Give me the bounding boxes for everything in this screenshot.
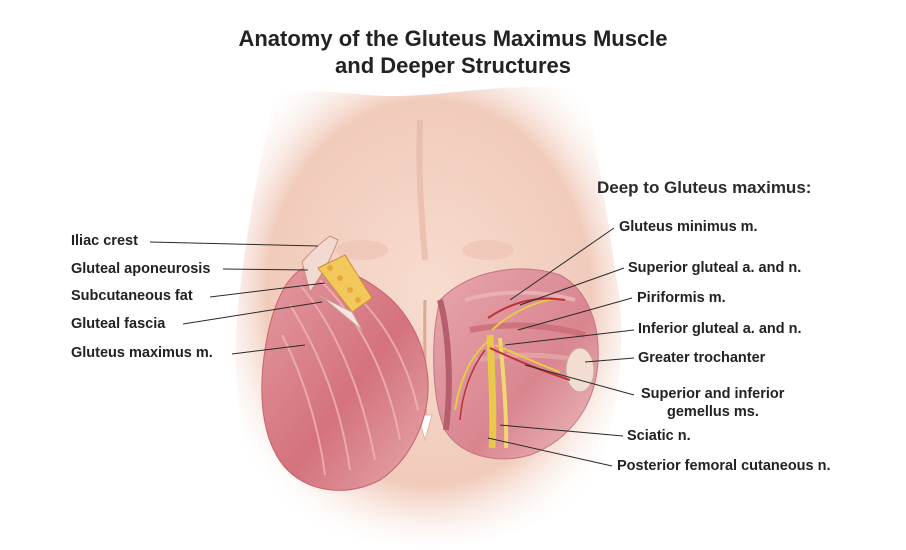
- label-inferior-gluteal: Inferior gluteal a. and n.: [638, 321, 802, 337]
- label-iliac-crest: Iliac crest: [71, 233, 138, 249]
- label-piriformis: Piriformis m.: [637, 290, 726, 306]
- label-posterior-femoral-cutaneous: Posterior femoral cutaneous n.: [617, 458, 831, 474]
- label-gluteal-aponeurosis: Gluteal aponeurosis: [71, 261, 211, 277]
- label-gluteal-fascia: Gluteal fascia: [71, 316, 166, 332]
- label-gemellus-line-1: Superior and inferior: [641, 386, 785, 402]
- label-sciatic-nerve: Sciatic n.: [627, 428, 691, 444]
- diagram-title-line-1: Anatomy of the Gluteus Maximus Muscle: [238, 26, 668, 51]
- label-subcutaneous-fat: Subcutaneous fat: [71, 288, 193, 304]
- leader-lines-right: [487, 227, 635, 467]
- label-gluteus-maximus: Gluteus maximus m.: [71, 345, 213, 361]
- label-gluteus-minimus: Gluteus minimus m.: [619, 219, 758, 235]
- deep-structures-heading: Deep to Gluteus maximus:: [597, 178, 812, 197]
- label-superior-gluteal: Superior gluteal a. and n.: [628, 260, 802, 276]
- diagram-title-line-2: and Deeper Structures: [335, 53, 571, 78]
- leader-lines-left: [149, 241, 326, 355]
- label-gemellus-line-2: gemellus ms.: [667, 404, 759, 420]
- label-greater-trochanter: Greater trochanter: [638, 350, 766, 366]
